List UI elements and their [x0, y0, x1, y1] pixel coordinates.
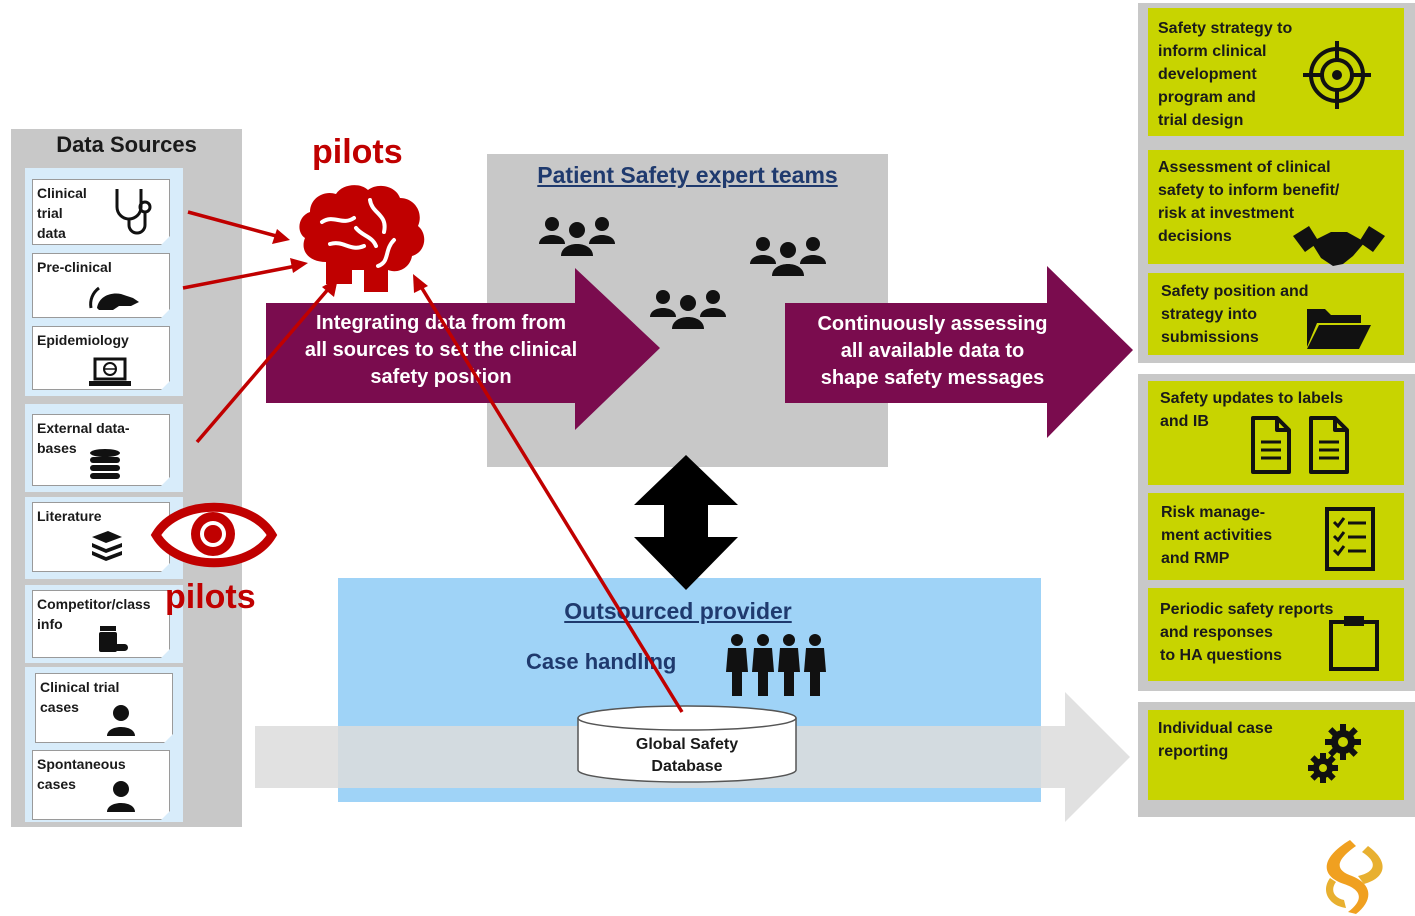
logo-icon: [1325, 840, 1383, 914]
clipboard-icon: [1329, 616, 1379, 671]
eye-icon: [150, 502, 278, 568]
team-icon: [750, 237, 826, 276]
source-label: Competitor/class info: [37, 596, 151, 632]
output-label-individual: Individual case reporting: [1158, 720, 1273, 760]
integrating-arrow: [266, 268, 660, 430]
output-box-labels: [1148, 381, 1404, 485]
rat-icon: [87, 282, 143, 314]
global-safety-database-label: Global Safety Database: [635, 736, 739, 775]
pilots-label-top: pilots: [312, 133, 403, 171]
patient-safety-title: Patient Safety expert teams: [537, 162, 838, 188]
output-label-labels: Safety updates to labels and IB: [1160, 390, 1344, 430]
red-arrows: [182, 210, 684, 713]
outsourced-provider-title: Outsourced provider: [564, 598, 792, 624]
stethoscope-icon: [109, 185, 153, 237]
gears-icon: [1308, 724, 1361, 783]
database-icon: [88, 448, 122, 480]
laptop-globe-icon: [88, 357, 132, 387]
source-label: Clinical trial data: [37, 185, 87, 241]
source-epidemiology: Epidemiology: [32, 326, 170, 390]
brain-icon: [299, 185, 425, 292]
source-label: Pre-clinical: [37, 259, 112, 275]
documents-icon: [1251, 416, 1349, 474]
people-group-icon: [726, 634, 826, 696]
team-icon: [539, 217, 615, 256]
source-label: External data- bases: [37, 420, 130, 456]
output-label-assessment: Assessment of clinical safety to inform …: [1158, 159, 1340, 245]
output-label-periodic: Periodic safety reports and responses to…: [1160, 601, 1334, 664]
source-clinical-trial-cases: Clinical trial cases: [35, 673, 173, 743]
output-label-submissions: Safety position and strategy into submis…: [1161, 283, 1309, 346]
source-label: Epidemiology: [37, 332, 129, 348]
source-clinical-trial-data: Clinical trial data: [32, 179, 170, 245]
source-pre-clinical: Pre-clinical: [32, 253, 170, 318]
handshake-icon: [1293, 226, 1385, 266]
database-cylinder: [577, 705, 797, 783]
source-spontaneous-cases: Spontaneous cases: [32, 750, 170, 820]
data-sources-title: Data Sources: [56, 132, 197, 157]
output-box-individual: [1148, 710, 1404, 800]
pilots-label-bottom: pilots: [165, 578, 256, 616]
output-box-periodic: [1148, 588, 1404, 681]
person-icon: [106, 704, 136, 736]
pills-icon: [96, 624, 130, 654]
checklist-icon: [1325, 507, 1375, 571]
assessing-arrow-text: Continuously assessing all available dat…: [817, 313, 1048, 389]
target-icon: [1303, 41, 1371, 109]
assessing-arrow: [785, 266, 1133, 438]
folder-icon: [1307, 309, 1371, 349]
books-icon: [88, 529, 124, 561]
integrating-arrow-text: Integrating data from from all sources t…: [304, 312, 578, 388]
double-arrow: [634, 455, 738, 590]
source-competitor: Competitor/class info: [32, 590, 170, 658]
output-label-strategy: Safety strategy to inform clinical devel…: [1158, 20, 1293, 129]
source-label: Clinical trial cases: [40, 679, 120, 715]
source-external-databases: External data- bases: [32, 414, 170, 486]
source-label: Spontaneous cases: [37, 756, 126, 792]
source-label: Literature: [37, 508, 102, 524]
team-icon: [650, 290, 726, 329]
output-label-risk: Risk manage- ment activities and RMP: [1161, 504, 1273, 567]
source-literature: Literature: [32, 502, 170, 572]
person-icon: [106, 780, 136, 812]
